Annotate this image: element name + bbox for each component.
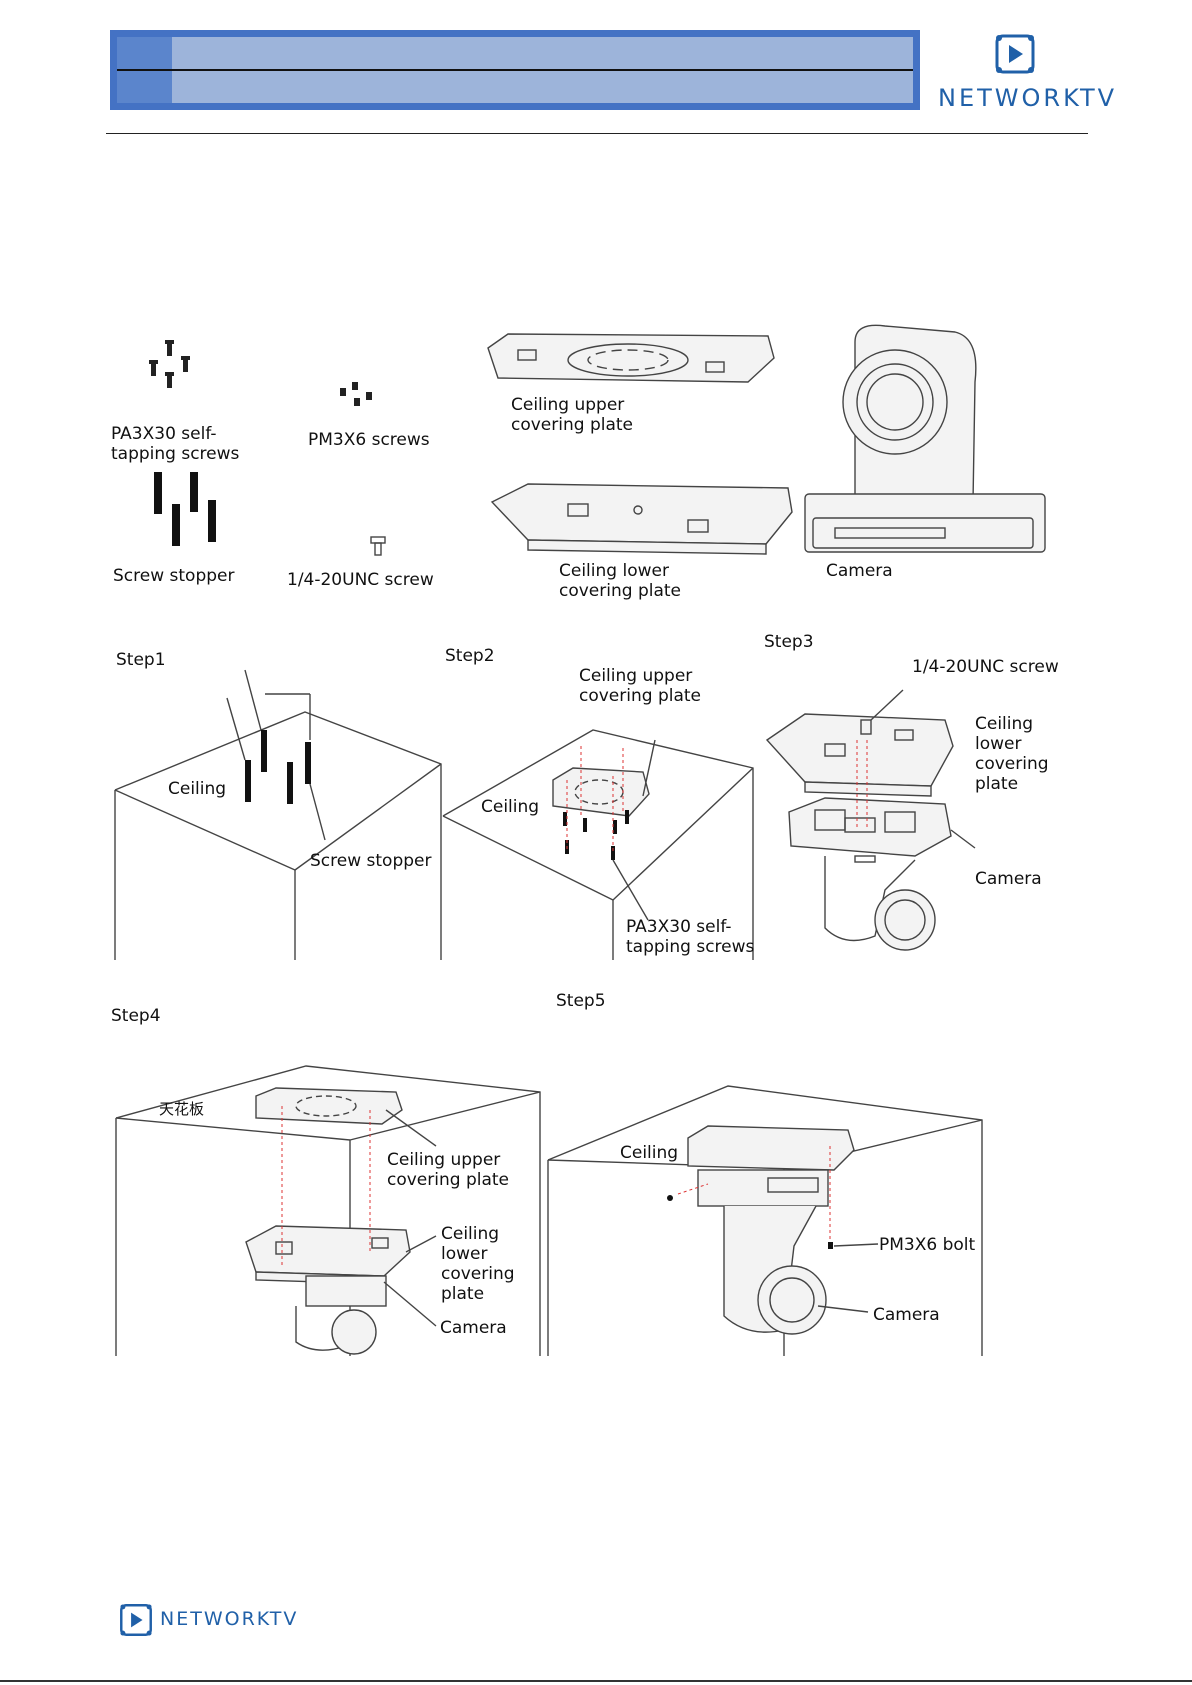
step2-ceiling-label: Ceiling <box>481 797 540 817</box>
footer-networktv-logo-icon <box>120 1604 152 1636</box>
step5-ceiling-label: Ceiling <box>620 1143 679 1163</box>
step2-upper-plate-label: Ceiling upper covering plate <box>579 666 702 706</box>
header-rule <box>106 133 1088 134</box>
footer-rule <box>0 1680 1192 1682</box>
header-underline <box>117 69 913 71</box>
pm3x6-label: PM3X6 screws <box>308 430 430 450</box>
step3-title: Step3 <box>764 632 814 652</box>
step3-camera-label: Camera <box>975 869 1042 889</box>
header-brand-text: NETWORKTV <box>938 84 1118 112</box>
upper-plate-illustration <box>487 333 775 383</box>
step4-diagram <box>115 1065 541 1356</box>
screw-stopper-illustration <box>154 472 216 546</box>
lower-plate-label: Ceiling lower covering plate <box>559 561 682 601</box>
step1-diagram <box>114 669 442 960</box>
lower-plate-illustration <box>490 483 793 555</box>
step4-camera-label: Camera <box>440 1318 507 1338</box>
step3-diagram <box>765 689 976 951</box>
pa3x30-label: PA3X30 self- tapping screws <box>111 424 240 464</box>
step5-camera-label: Camera <box>873 1305 940 1325</box>
step2-diagram <box>442 729 754 960</box>
pa3x30-screws-illustration <box>149 340 190 388</box>
step4-lower-plate-label: Ceiling lower covering plate <box>441 1224 515 1304</box>
step3-unc-label: 1/4-20UNC screw <box>912 657 1059 677</box>
networktv-logo-icon <box>995 34 1035 74</box>
step4-upper-plate-label: Ceiling upper covering plate <box>387 1150 510 1190</box>
step5-title: Step5 <box>556 991 606 1011</box>
step5-bolt-label: PM3X6 bolt <box>879 1235 976 1255</box>
camera-illustration <box>804 324 1046 553</box>
footer-logo: NETWORKTV <box>118 1600 298 1644</box>
step2-screws-label: PA3X30 self- tapping screws <box>626 917 755 957</box>
step4-chinese-label: 天花板 <box>159 1100 205 1118</box>
header-logo: NETWORKTV <box>938 32 1114 112</box>
pm3x6-screws-illustration <box>340 382 372 406</box>
unc-screw-label: 1/4-20UNC screw <box>287 570 434 590</box>
step1-ceiling-label: Ceiling <box>168 779 227 799</box>
screw-stopper-label: Screw stopper <box>113 566 235 586</box>
upper-plate-label: Ceiling upper covering plate <box>511 395 634 435</box>
footer-brand-text: NETWORKTV <box>160 1608 299 1630</box>
unc-screw-illustration <box>370 536 386 556</box>
step5-diagram <box>547 1085 983 1356</box>
step1-title: Step1 <box>116 650 166 670</box>
step3-lower-plate-label: Ceiling lower covering plate <box>975 714 1049 794</box>
camera-label: Camera <box>826 561 893 581</box>
step4-title: Step4 <box>111 1006 161 1026</box>
step2-title: Step2 <box>445 646 495 666</box>
step1-stopper-label: Screw stopper <box>310 851 432 871</box>
